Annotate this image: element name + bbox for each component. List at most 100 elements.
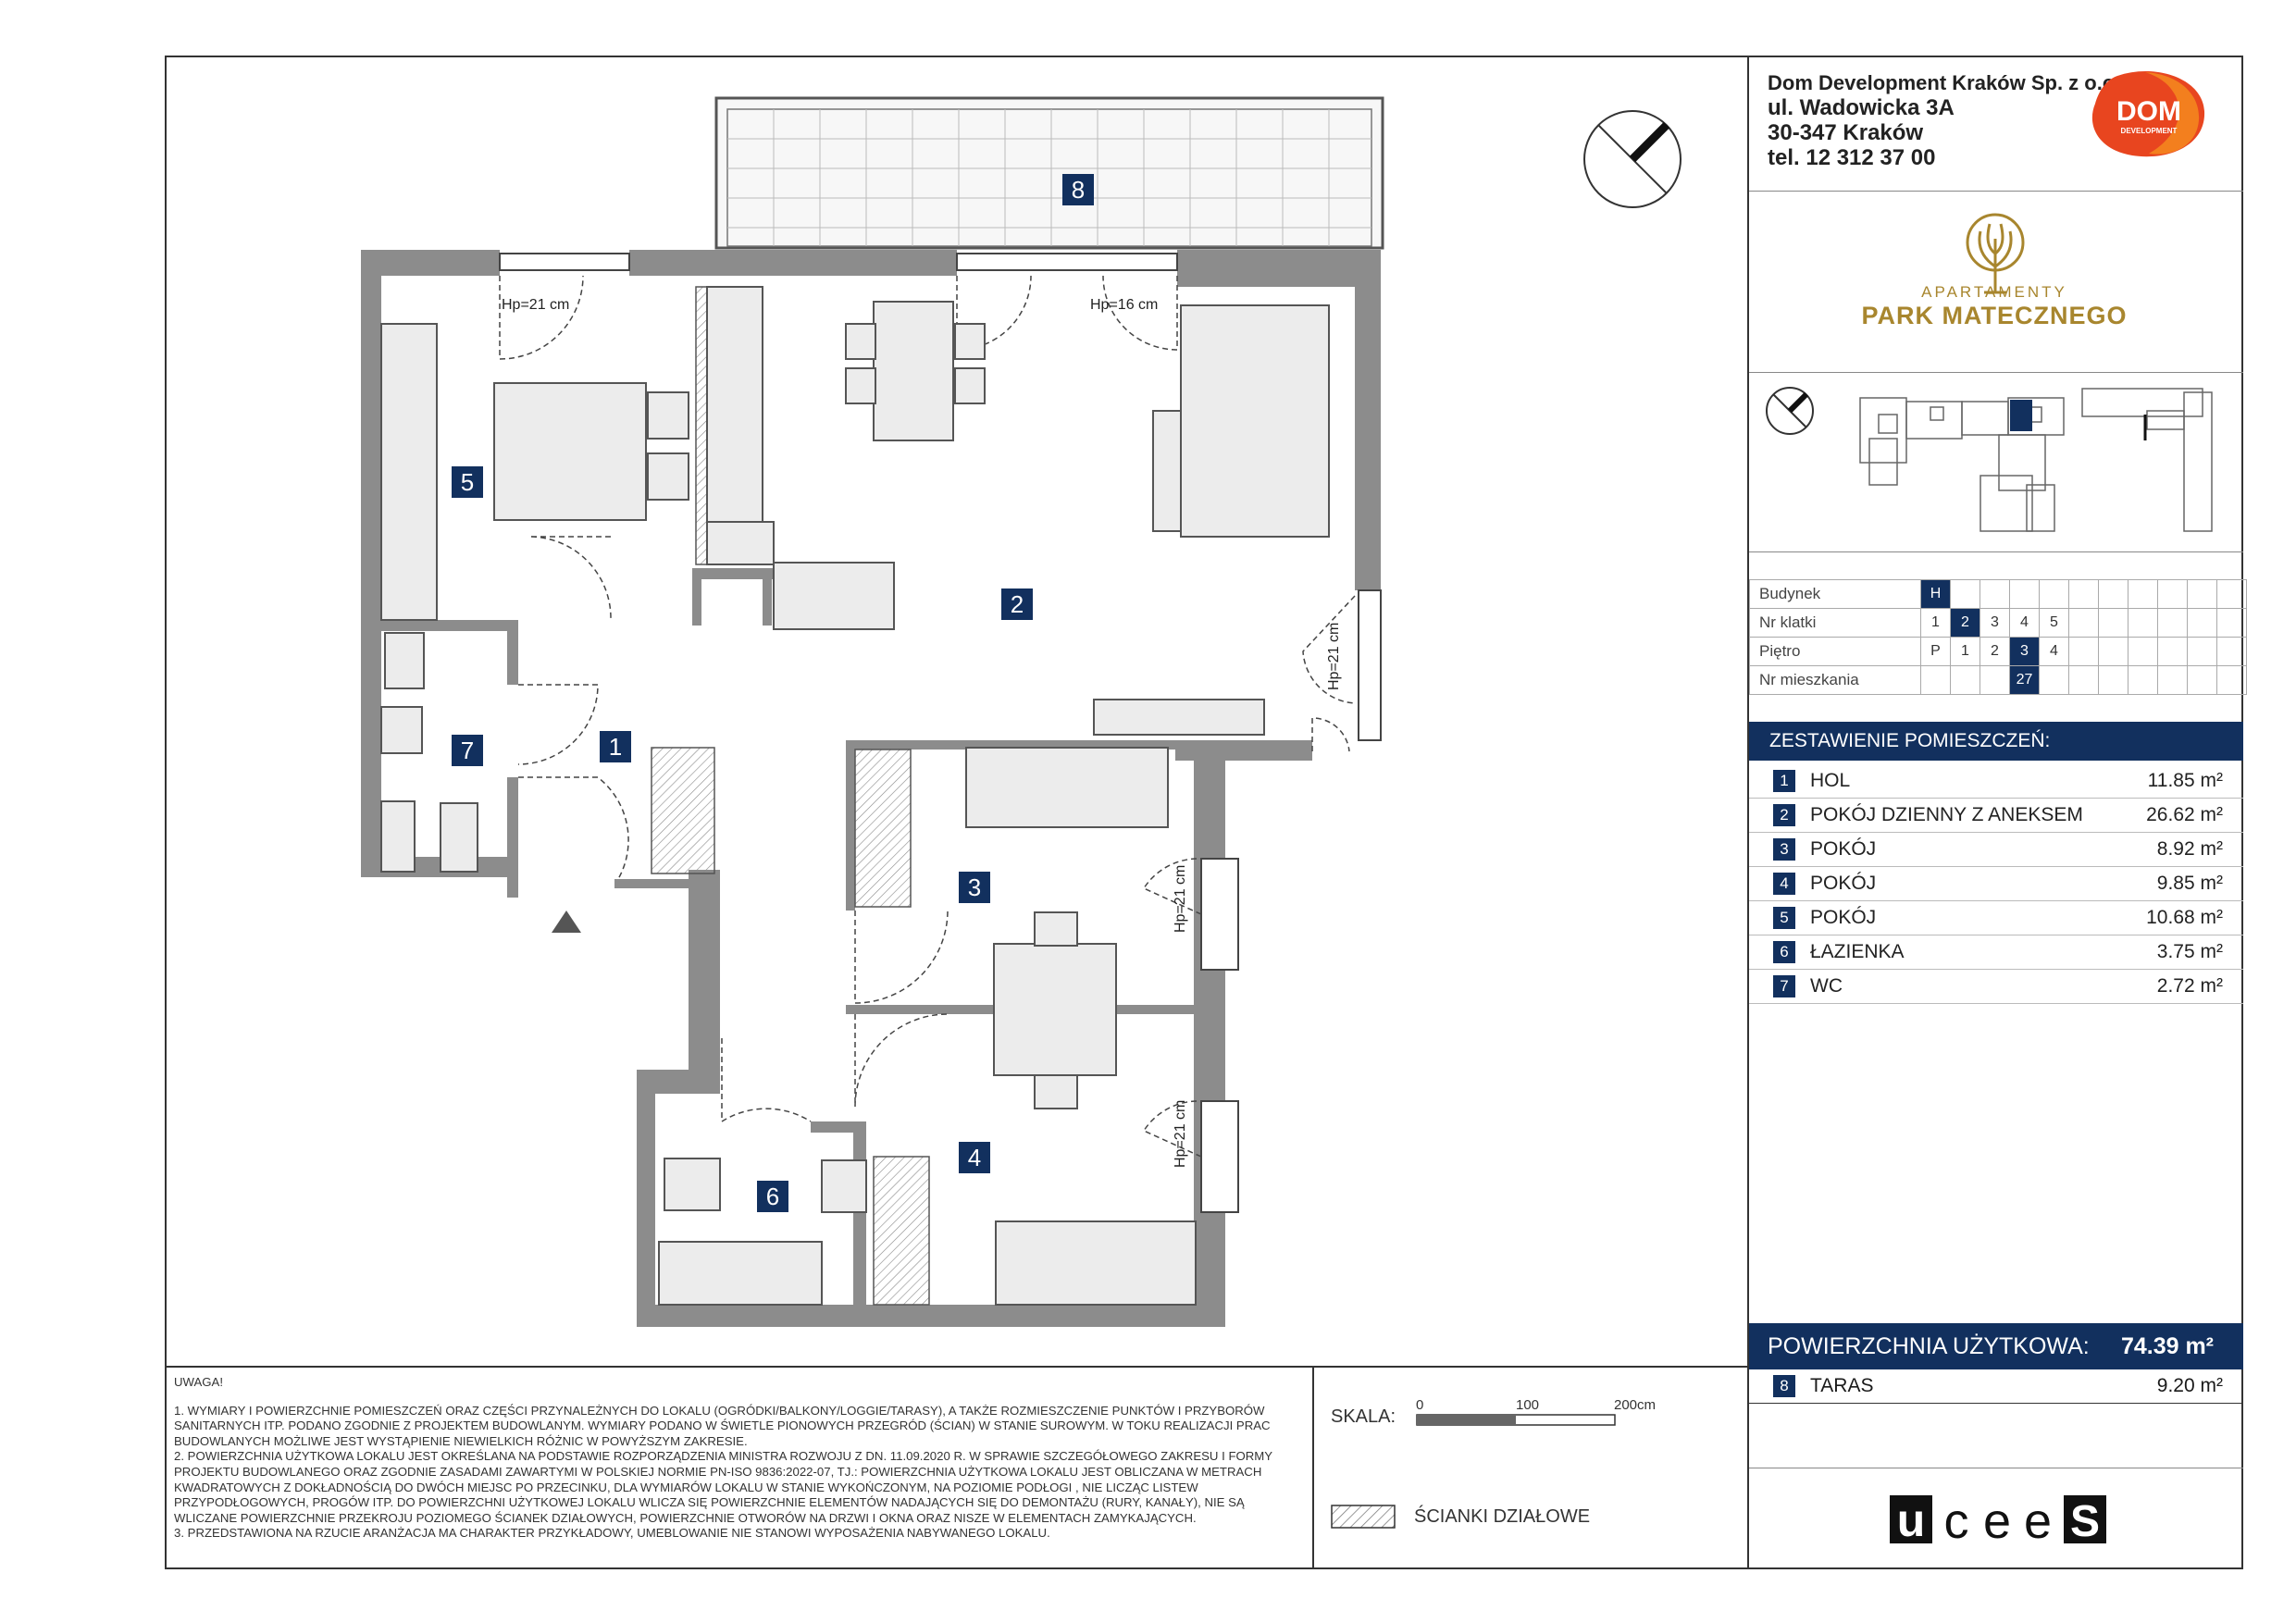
project-title: APARTAMENTY PARK MATECZNEGO (1749, 211, 2240, 330)
cell-empty (2157, 579, 2188, 609)
cell-floor-selected: 3 (2009, 637, 2040, 666)
cell-empty (1980, 579, 2010, 609)
cell: 4 (2039, 637, 2069, 666)
hp-room3: Hp=21 cm (1173, 865, 1188, 933)
room-list: 1 HOL 11.85 m² 2 POKÓJ DZIENNY Z ANEKSEM… (1749, 764, 2243, 1004)
divider-3 (1749, 551, 2243, 552)
room-row: 6 ŁAZIENKA 3.75 m² (1749, 935, 2243, 970)
cell-empty (2128, 637, 2158, 666)
hatch-legend-icon (1331, 1505, 1396, 1529)
label-building: Budynek (1749, 579, 1921, 609)
svg-text:c: c (1944, 1493, 1969, 1545)
total-area-bar: POWIERZCHNIA UŻYTKOWA: 74.39 m² (1749, 1323, 2243, 1369)
cell-empty (2098, 579, 2128, 609)
ucees-logo: u c e e S (1890, 1493, 2106, 1545)
scale-label: SKALA: (1331, 1406, 1396, 1427)
hp-room4: Hp=21 cm (1173, 1100, 1188, 1168)
terrace-area: 9.20 m² (2156, 1375, 2223, 1396)
company-name: Dom Development Kraków Sp. z o.o. (1768, 71, 2121, 94)
cell-empty (1920, 665, 1951, 695)
room-name: ŁAZIENKA (1810, 941, 1905, 962)
plan-label-3: 3 (968, 873, 981, 901)
cell-staircase-selected: 2 (1950, 608, 1980, 638)
sill-heights: Hp=21 cm Hp=16 cm Hp=21 cm Hp=21 cm Hp=2… (502, 297, 1342, 1168)
divider-1 (1749, 191, 2243, 192)
svg-text:e: e (1983, 1493, 2011, 1545)
row-building: Budynek H (1749, 579, 2247, 609)
cell: 4 (2009, 608, 2040, 638)
terrace-number: 8 (1773, 1375, 1795, 1397)
total-area-label: POWIERZCHNIA UŻYTKOWA: (1768, 1333, 2090, 1359)
cell-empty (2216, 665, 2247, 695)
company-street: ul. Wadowicka 3A (1768, 95, 1955, 120)
project-title-big: PARK MATECZNEGO (1861, 302, 2128, 329)
furniture (380, 286, 1330, 1306)
cell: 1 (1950, 637, 1980, 666)
room-number: 1 (1773, 770, 1795, 792)
plan-label-1: 1 (609, 733, 622, 761)
key-plan (1766, 387, 2213, 532)
cell-empty (2187, 608, 2217, 638)
label-staircase: Nr klatki (1749, 608, 1921, 638)
label-floor: Piętro (1749, 637, 1921, 666)
cell-empty (2128, 665, 2158, 695)
cell: P (1920, 637, 1951, 666)
cell-empty (2128, 579, 2158, 609)
scale-200: 200cm (1614, 1397, 1657, 1413)
company-city: 30-347 Kraków (1768, 120, 1924, 145)
company-address: Dom Development Kraków Sp. z o.o. ul. Wa… (1768, 70, 2120, 170)
room-row: 4 POKÓJ 9.85 m² (1749, 867, 2243, 901)
hp-room5: Hp=21 cm (502, 297, 569, 313)
logo-text-development: DEVELOPMENT (2121, 127, 2178, 135)
cell: 5 (2039, 608, 2069, 638)
room-row: 5 POKÓJ 10.68 m² (1749, 901, 2243, 935)
plan-label-4: 4 (968, 1144, 981, 1171)
notes-head: UWAGA! (174, 1375, 223, 1389)
scale-100: 100 (1516, 1397, 1540, 1413)
room-name: POKÓJ DZIENNY Z ANEKSEM (1810, 804, 2083, 825)
cell-empty (1950, 665, 1980, 695)
divider-right-panel (1747, 56, 1749, 1569)
room-area: 26.62 m² (2146, 804, 2223, 825)
room-number: 3 (1773, 838, 1795, 861)
compass-icon (1583, 110, 1682, 208)
doors (499, 275, 1356, 1158)
note-1: 1. WYMIARY I POWIERZCHNIE POMIESZCZEŃ OR… (174, 1403, 1271, 1448)
drawing-frame (165, 56, 2243, 1569)
cell-empty (2157, 665, 2188, 695)
room-number: 4 (1773, 873, 1795, 895)
room-area: 3.75 m² (2156, 941, 2223, 962)
cell-empty (2098, 608, 2128, 638)
cell-empty (2068, 665, 2099, 695)
svg-text:S: S (2070, 1497, 2100, 1545)
room-number: 7 (1773, 975, 1795, 997)
cell: 2 (1980, 637, 2010, 666)
plan-label-5: 5 (461, 468, 474, 496)
room-name: POKÓJ (1810, 873, 1877, 894)
room-area: 9.85 m² (2156, 873, 2223, 894)
scale-bar (1416, 1414, 1616, 1426)
note-3: 3. PRZEDSTAWIONA NA RZUCIE ARANŻACJA MA … (174, 1526, 1050, 1541)
cell-empty (2068, 579, 2099, 609)
note-2: 2. POWIERZCHNIA UŻYTKOWA LOKALU JEST OKR… (174, 1449, 1272, 1525)
cell-empty (2098, 665, 2128, 695)
cell-empty (2187, 665, 2217, 695)
cell-empty (2128, 608, 2158, 638)
room-row: 7 WC 2.72 m² (1749, 970, 2243, 1004)
hp-living-side: Hp=21 cm (1326, 623, 1342, 690)
cell-empty (1980, 665, 2010, 695)
room-area: 11.85 m² (2147, 770, 2223, 791)
divider-2 (1749, 372, 2243, 373)
total-area-value: 74.39 m² (2120, 1333, 2214, 1359)
cell: 3 (1980, 608, 2010, 638)
room-name: POKÓJ (1810, 907, 1877, 928)
cell-empty (2187, 579, 2217, 609)
cell-empty (2039, 579, 2069, 609)
plan-label-7: 7 (461, 737, 474, 764)
cell-building-selected: H (1920, 579, 1951, 609)
cell-empty (2039, 665, 2069, 695)
scale-0: 0 (1416, 1397, 1424, 1413)
summary-title: ZESTAWIENIE POMIESZCZEŃ: (1749, 722, 2243, 761)
room-name: WC (1810, 975, 1843, 997)
logo-text-dom: DOM (2116, 96, 2181, 127)
